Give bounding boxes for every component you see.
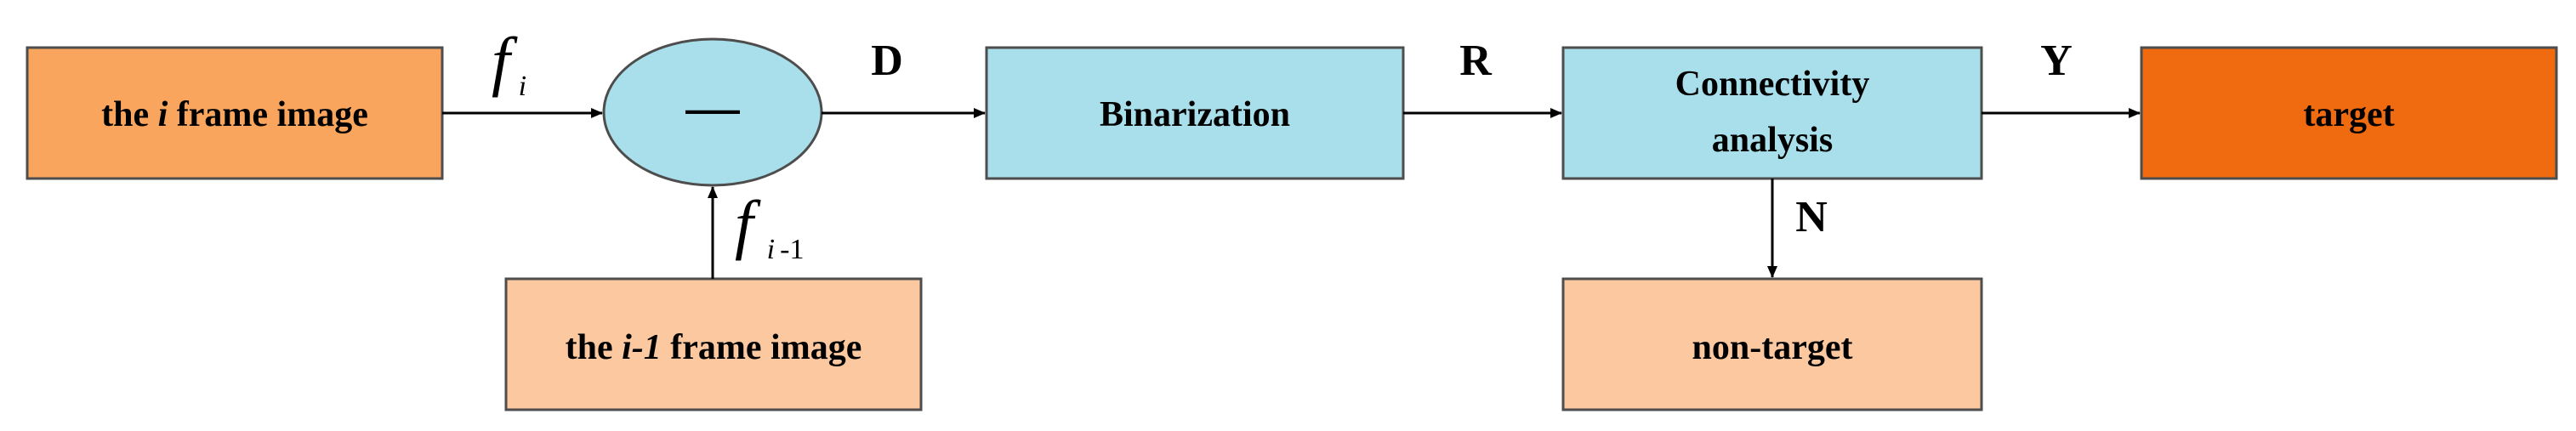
node-non-target: non-target bbox=[1561, 277, 1983, 411]
node-target-label: target bbox=[2303, 95, 2394, 134]
node-frame-i: the i frame image bbox=[26, 46, 444, 180]
edge-label-n: N bbox=[1795, 193, 1828, 241]
node-connectivity-label-line2: analysis bbox=[1712, 121, 1833, 160]
node-target: target bbox=[2140, 46, 2558, 180]
edge-binarization-to-connectivity: R bbox=[1403, 37, 1562, 118]
edge-label-r: R bbox=[1459, 37, 1493, 85]
node-subtract: — bbox=[602, 37, 823, 187]
minus-symbol: — bbox=[685, 77, 740, 138]
edge-label-d: D bbox=[871, 37, 903, 85]
edge-label-y: Y bbox=[2040, 37, 2073, 85]
node-binarization-label: Binarization bbox=[1100, 95, 1290, 134]
node-frame-i-label: the i frame image bbox=[101, 95, 368, 134]
node-frame-i-1-label: the i-1 frame image bbox=[566, 328, 862, 367]
node-connectivity: Connectivity analysis bbox=[1561, 46, 1983, 180]
node-frame-i-1: the i-1 frame image bbox=[504, 277, 923, 411]
edge-subtract-to-binarization: D bbox=[822, 37, 986, 118]
edge-connectivity-to-non-target: N bbox=[1767, 179, 1828, 278]
node-connectivity-label-line1: Connectivity bbox=[1675, 65, 1870, 104]
edge-connectivity-to-target: Y bbox=[1982, 37, 2141, 118]
node-non-target-label: non-target bbox=[1692, 328, 1853, 367]
node-binarization: Binarization bbox=[985, 46, 1405, 180]
